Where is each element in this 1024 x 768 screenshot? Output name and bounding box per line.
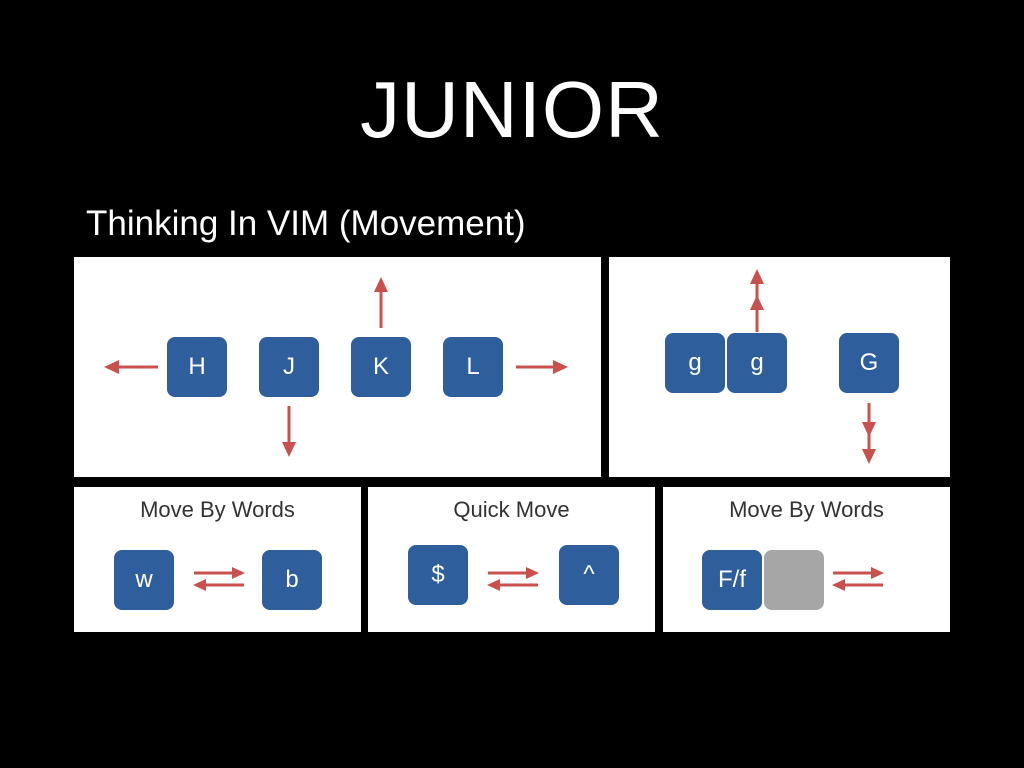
hjkl-panel: H J K L [74, 257, 601, 477]
key-g-lower-1: g [665, 333, 725, 393]
key-l: L [443, 337, 503, 397]
gg-arrows [750, 269, 876, 464]
key-g-upper: G [839, 333, 899, 393]
arrow-up-icon [374, 277, 388, 328]
key-g-lower-2: g [727, 333, 787, 393]
double-arrow-down-icon [862, 403, 876, 464]
key-find: F/f [702, 550, 762, 610]
slide-title: JUNIOR [360, 65, 664, 154]
key-b: b [262, 550, 322, 610]
find-panel-label: Move By Words [729, 497, 884, 522]
quick-arrows [487, 567, 539, 591]
hjkl-arrows [104, 277, 568, 457]
key-w: w [114, 550, 174, 610]
find-panel: Move By Words F/f [663, 487, 950, 632]
quick-panel: Quick Move $ ^ [368, 487, 655, 632]
arrow-down-icon [282, 406, 296, 457]
key-j: J [259, 337, 319, 397]
swap-arrows-icon [487, 567, 539, 591]
arrow-right-icon [516, 360, 568, 374]
words-panel: Move By Words w b [74, 487, 361, 632]
swap-arrows-icon [193, 567, 245, 591]
words-arrows [193, 567, 245, 591]
slide-subtitle: Thinking In VIM (Movement) [86, 204, 526, 243]
find-arrows [832, 567, 884, 591]
key-k: K [351, 337, 411, 397]
quick-panel-label: Quick Move [453, 497, 570, 522]
gg-panel: g g G [609, 257, 950, 477]
key-dollar: $ [408, 545, 468, 605]
key-h: H [167, 337, 227, 397]
swap-arrows-icon [832, 567, 884, 591]
key-caret: ^ [559, 545, 619, 605]
words-panel-label: Move By Words [140, 497, 295, 522]
key-placeholder [764, 550, 824, 610]
double-arrow-up-icon [750, 269, 764, 332]
arrow-left-icon [104, 360, 158, 374]
